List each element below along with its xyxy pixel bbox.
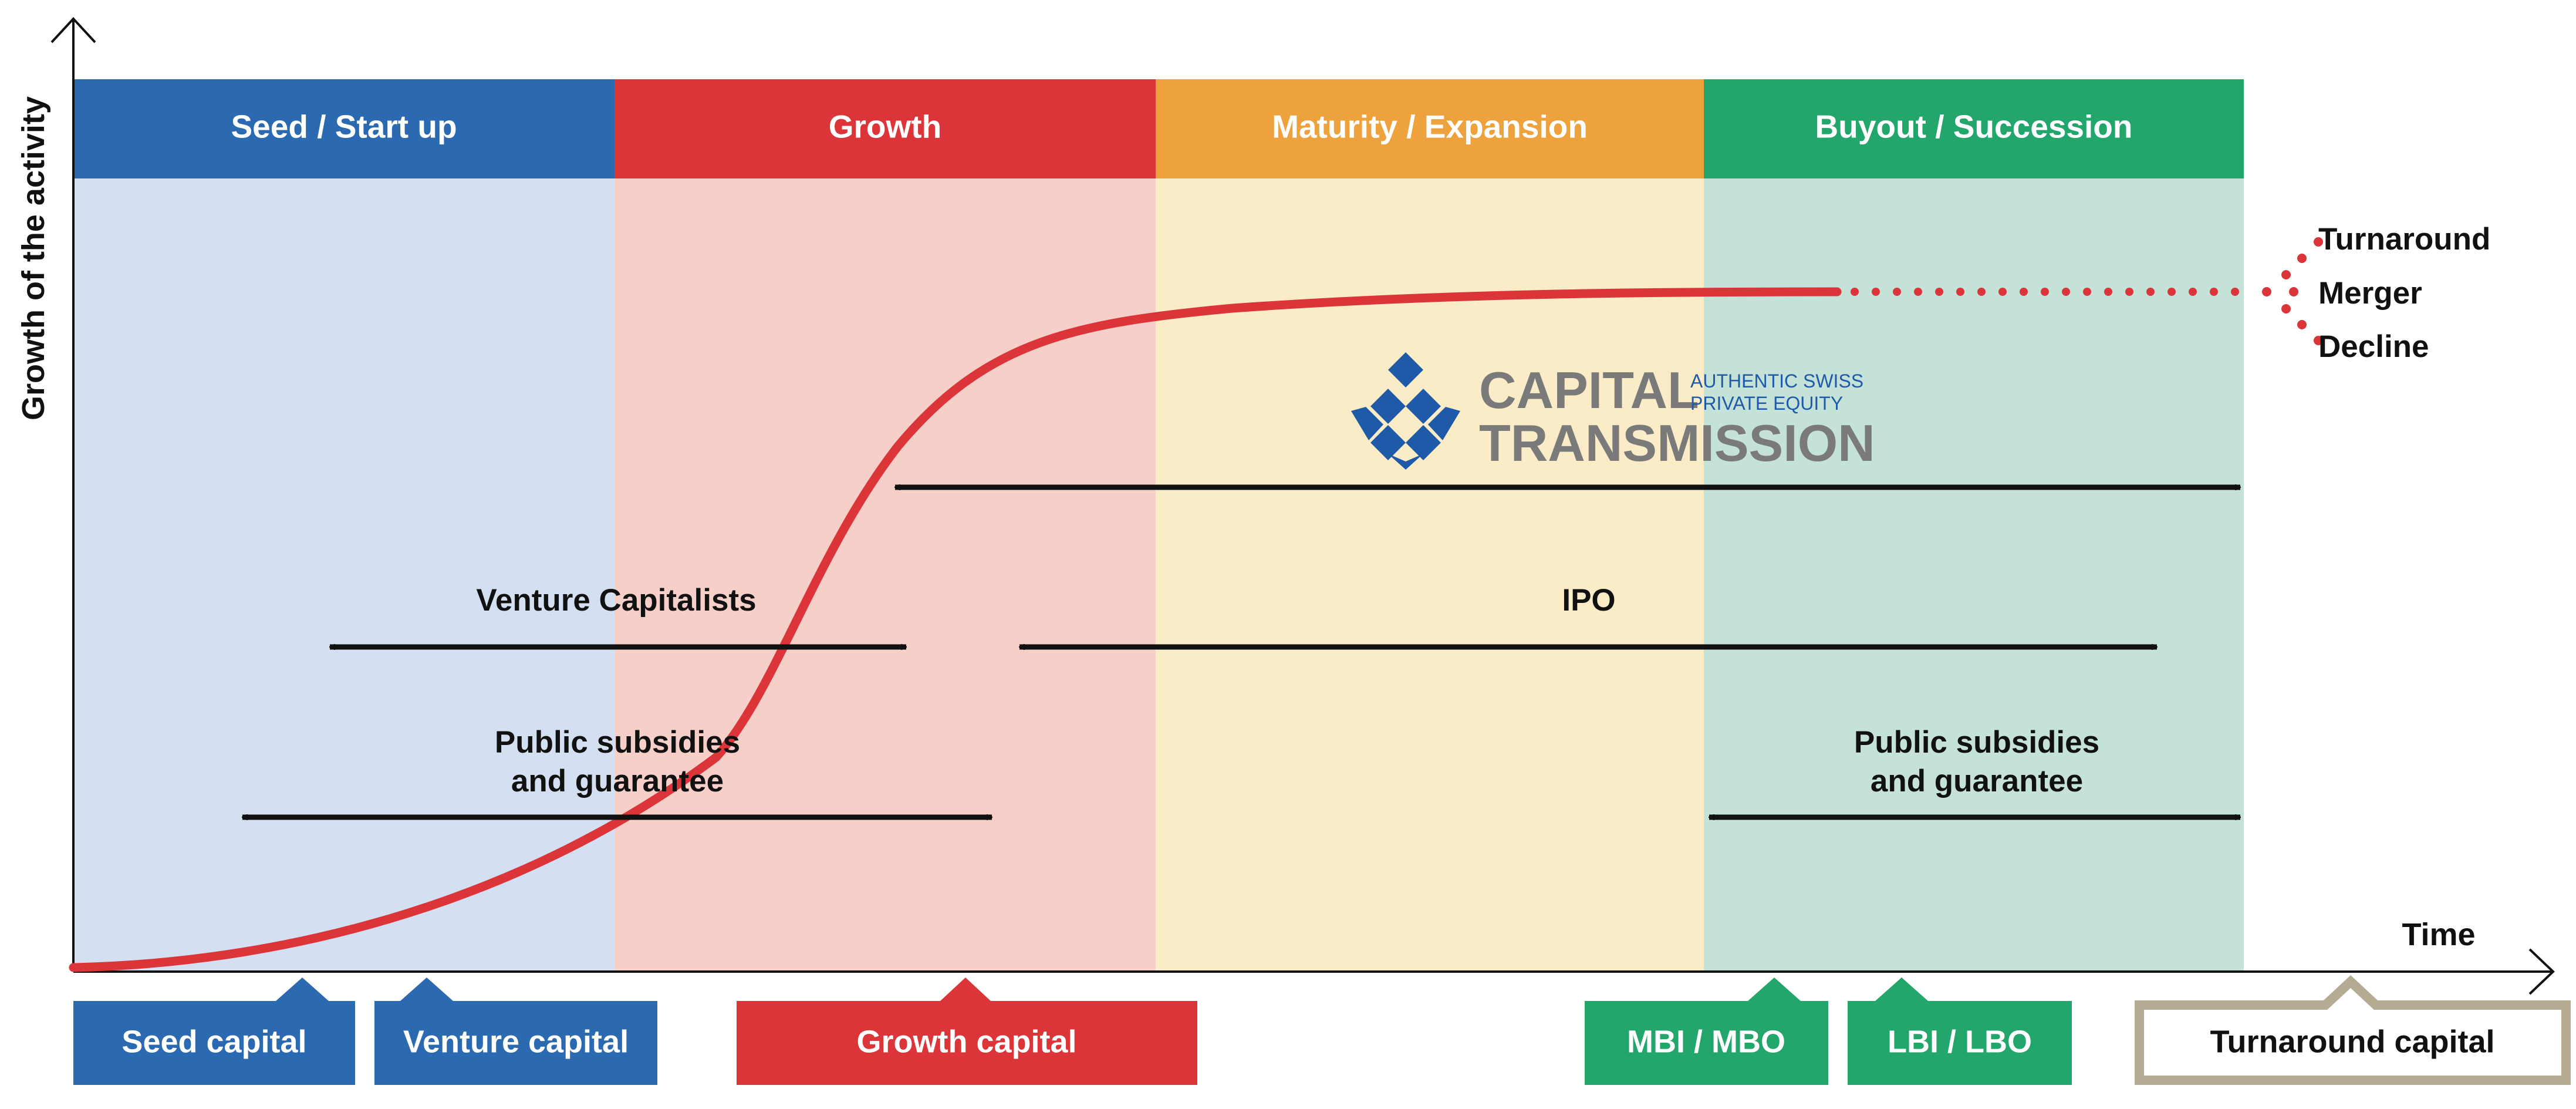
growth-curve-group: Turnaround Merger Decline bbox=[69, 222, 2490, 972]
financing-callouts: Seed capital Venture capital Growth capi… bbox=[73, 975, 2571, 1085]
public-subsidies-left-label-line2: and guarantee bbox=[511, 764, 724, 798]
callout-label: Turnaround capital bbox=[2210, 1024, 2494, 1059]
financing-mbi-mbo: MBI / MBO bbox=[1585, 977, 1828, 1085]
range-arrows: Venture Capitalists IPO Public subsidies… bbox=[242, 487, 2240, 817]
capital-transmission-logo: CAPITAL TRANSMISSION AUTHENTIC SWISS PRI… bbox=[1351, 352, 1875, 472]
callout-box bbox=[2135, 975, 2571, 1085]
logo-line2: TRANSMISSION bbox=[1479, 414, 1875, 472]
financing-lbi-lbo: LBI / LBO bbox=[1848, 977, 2072, 1085]
axes: Growth of the activity Time bbox=[16, 17, 2555, 995]
branch-dot bbox=[2297, 320, 2307, 329]
phase-growth-area bbox=[615, 178, 1156, 972]
branch-dot bbox=[2289, 287, 2298, 296]
callout-box bbox=[1585, 977, 1828, 1085]
logo-line1: CAPITAL bbox=[1479, 361, 1699, 419]
phase-seed-header bbox=[73, 79, 615, 178]
x-axis-arrowhead bbox=[2528, 948, 2555, 995]
public-subsidies-right-label-line1: Public subsidies bbox=[1854, 725, 2099, 760]
phase-seed-label: Seed / Start up bbox=[231, 109, 457, 145]
outcome-turnaround: Turnaround bbox=[2318, 222, 2490, 257]
diamond-logo-icon bbox=[1351, 352, 1460, 470]
callout-box bbox=[737, 977, 1197, 1085]
financing-seed-capital: Seed capital bbox=[73, 977, 355, 1085]
callout-box bbox=[1848, 977, 2072, 1085]
branch-dot bbox=[2281, 304, 2291, 314]
phase-buyout-area bbox=[1704, 178, 2244, 972]
branch-dot bbox=[2262, 287, 2271, 296]
phase-buyout-label: Buyout / Succession bbox=[1815, 109, 2133, 145]
phase-maturity-label: Maturity / Expansion bbox=[1272, 109, 1588, 145]
outcome-merger: Merger bbox=[2318, 276, 2422, 311]
branch-dot bbox=[2314, 336, 2323, 345]
y-axis-arrowhead bbox=[50, 17, 96, 43]
public-subsidies-right-label-line2: and guarantee bbox=[1871, 764, 2083, 798]
callout-box bbox=[73, 977, 355, 1085]
callout-label: LBI / LBO bbox=[1888, 1024, 2032, 1059]
ipo-label: IPO bbox=[1562, 583, 1615, 618]
venture-capitalists-label: Venture Capitalists bbox=[476, 583, 756, 618]
financing-venture-capital: Venture capital bbox=[374, 977, 657, 1085]
branch-dot bbox=[2281, 270, 2291, 279]
phase-buyout-header bbox=[1704, 79, 2244, 178]
phase-headers: Seed / Start up Growth Maturity / Expans… bbox=[73, 79, 2244, 178]
branch-dot bbox=[2314, 237, 2323, 247]
phase-columns bbox=[73, 178, 2244, 972]
phase-growth-label: Growth bbox=[829, 109, 941, 145]
financing-turnaround-capital: Turnaround capital bbox=[2135, 975, 2571, 1085]
growth-curve bbox=[69, 287, 1842, 972]
phase-seed-area bbox=[73, 178, 615, 972]
logo-tagline2: PRIVATE EQUITY bbox=[1690, 393, 1843, 414]
x-axis-label: Time bbox=[2402, 917, 2475, 952]
financing-growth-capital: Growth capital bbox=[737, 977, 1197, 1085]
callout-label: MBI / MBO bbox=[1627, 1024, 1785, 1059]
callout-label: Growth capital bbox=[856, 1024, 1076, 1059]
callout-box bbox=[374, 977, 657, 1085]
logo-tagline1: AUTHENTIC SWISS bbox=[1690, 370, 1863, 392]
y-axis-label: Growth of the activity bbox=[16, 96, 51, 420]
public-subsidies-left-label-line1: Public subsidies bbox=[495, 725, 740, 760]
outcome-decline: Decline bbox=[2318, 329, 2429, 364]
phase-growth-header bbox=[615, 79, 1156, 178]
callout-label: Seed capital bbox=[121, 1024, 306, 1059]
branch-dot bbox=[2297, 254, 2307, 263]
callout-label: Venture capital bbox=[403, 1024, 629, 1059]
phase-maturity-header bbox=[1156, 79, 1704, 178]
